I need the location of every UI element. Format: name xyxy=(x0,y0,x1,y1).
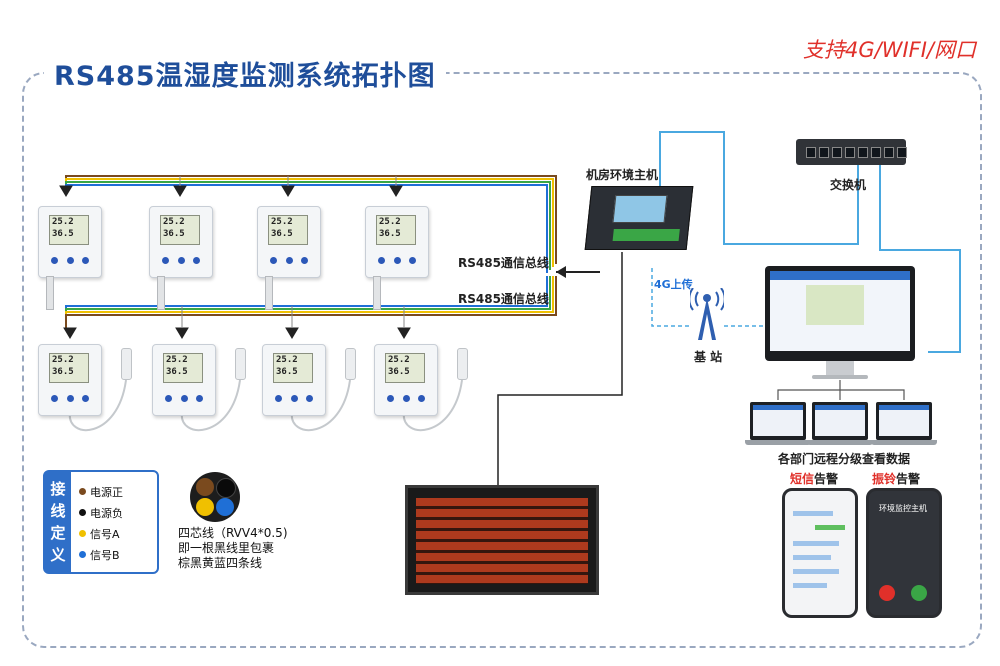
host-to-led-line xyxy=(497,252,623,485)
legend-item-power-positive: 电源正 xyxy=(79,484,123,500)
monitor-stand xyxy=(826,361,854,377)
laptop-base xyxy=(807,440,873,445)
external-probe xyxy=(235,348,246,380)
external-probe xyxy=(457,348,468,380)
sensor-probe xyxy=(157,276,165,310)
laptop-3 xyxy=(876,402,932,440)
monitor-to-laptops xyxy=(777,380,841,400)
probe-cables xyxy=(68,379,463,432)
sensor-probe xyxy=(46,276,54,310)
caller-name: 环境监控主机 xyxy=(879,504,927,513)
monitor-stand-base xyxy=(812,375,868,379)
cable-note: 四芯线（RVV4*0.5) 即一根黑线里包裹 棕黑黄蓝四条线 xyxy=(178,526,288,570)
sensor-probe xyxy=(265,276,273,310)
legend-item-power-negative: 电源负 xyxy=(79,505,123,521)
bus-drop-lines xyxy=(179,176,405,328)
network-switch xyxy=(796,139,907,165)
switch-to-monitor-cable xyxy=(879,164,961,353)
legend-title: 接线 定义 xyxy=(45,472,71,572)
diagram-title: RS485温湿度监测系统拓扑图 xyxy=(44,54,446,93)
host-label: 机房环境主机 xyxy=(586,168,659,182)
host-to-switch-cable xyxy=(659,131,859,245)
uplink-label: 4G上传 xyxy=(654,278,693,291)
diagram-frame xyxy=(22,72,982,648)
uplink-dashed xyxy=(651,268,690,327)
bus-to-host-arrow xyxy=(556,266,566,278)
led-display xyxy=(405,485,599,595)
environment-host xyxy=(584,186,694,250)
cable-cross-section-icon xyxy=(190,472,240,522)
sms-alarm-label: 短信告警 xyxy=(790,472,839,486)
legend-item-signal-a: 信号A xyxy=(79,526,120,542)
external-probe xyxy=(345,348,356,380)
call-phone: 环境监控主机 xyxy=(866,488,942,618)
laptop-2 xyxy=(812,402,868,440)
monitor-screen xyxy=(770,271,910,351)
voice-alarm-label: 振铃告警 xyxy=(872,472,921,486)
base-station-label: 基 站 xyxy=(694,350,723,364)
laptop-base xyxy=(871,440,937,445)
laptop-1 xyxy=(750,402,806,440)
accept-call-icon xyxy=(911,585,927,601)
bus-label-1: RS485通信总线 xyxy=(458,256,549,270)
host-screen xyxy=(612,195,668,223)
switch-label: 交换机 xyxy=(830,178,867,192)
bus-drops xyxy=(59,185,411,339)
wiring-legend: 接线 定义 电源正 电源负 信号A 信号B xyxy=(43,470,159,574)
support-note: 支持4G/WIFI/网口 xyxy=(802,38,976,62)
bus-row-2 xyxy=(65,276,557,328)
laptop-base xyxy=(745,440,811,445)
sensor-probe xyxy=(373,276,381,310)
remote-view-label: 各部门远程分级查看数据 xyxy=(778,452,911,466)
decline-call-icon xyxy=(879,585,895,601)
bus-label-2: RS485通信总线 xyxy=(458,292,549,306)
sms-phone xyxy=(782,488,858,618)
legend-item-signal-b: 信号B xyxy=(79,547,120,563)
external-probe xyxy=(121,348,132,380)
monitor xyxy=(765,266,915,361)
base-station-icon xyxy=(690,288,724,340)
host-terminal-block xyxy=(612,229,680,241)
